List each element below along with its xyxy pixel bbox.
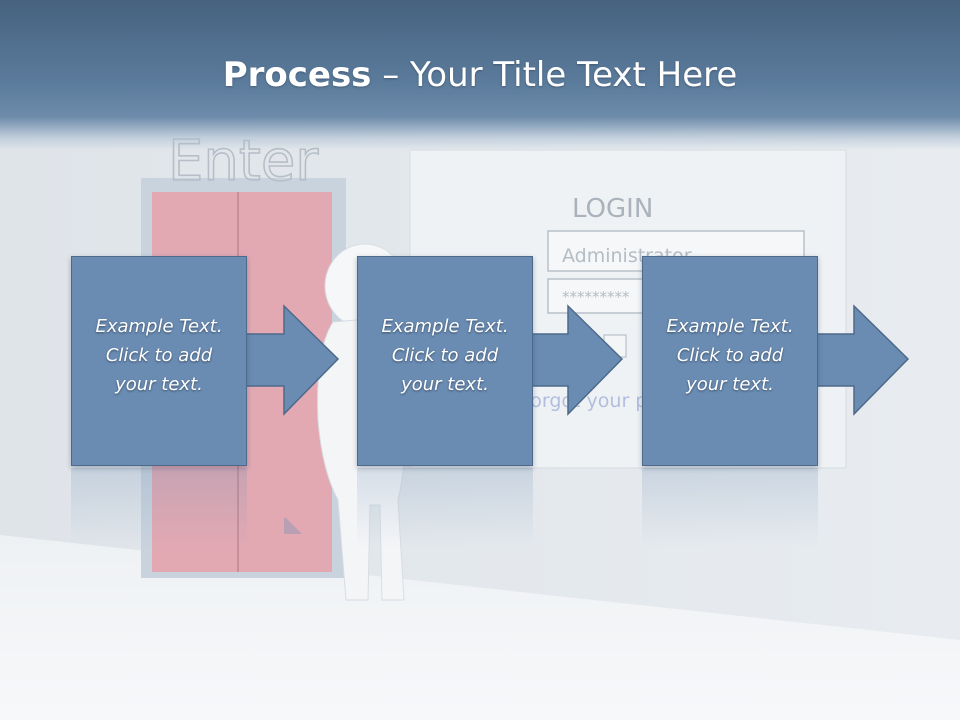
login-heading: LOGIN [572, 194, 653, 224]
step-3-arrow[interactable] [813, 304, 910, 416]
step-2-line-1: Example Text. [381, 316, 509, 337]
title-rest: – Your Title Text Here [371, 55, 738, 95]
password-value: ********* [562, 288, 630, 306]
step-1-line-3: your text. [115, 374, 203, 395]
slide-title[interactable]: Process – Your Title Text Here [0, 52, 960, 98]
step-1-text[interactable]: Example Text. Click to add your text. [72, 312, 246, 399]
step-1-reflection [71, 468, 247, 548]
step-2-arrow[interactable] [527, 304, 624, 416]
step-3-box[interactable]: Example Text. Click to add your text. [642, 256, 818, 466]
step-2-line-2: Click to add [391, 345, 499, 366]
step-1-box[interactable]: Example Text. Click to add your text. [71, 256, 247, 466]
step-1-line-1: Example Text. [95, 316, 223, 337]
forgot-link: Forgot your p [520, 390, 647, 412]
step-3-line-3: your text. [686, 374, 774, 395]
step-3-reflection [642, 468, 818, 548]
step-2-reflection [357, 468, 533, 548]
step-1-arrow[interactable] [243, 304, 340, 416]
title-bold: Process [222, 55, 372, 95]
step-2-line-3: your text. [401, 374, 489, 395]
step-3-line-1: Example Text. [666, 316, 794, 337]
step-3-text[interactable]: Example Text. Click to add your text. [643, 312, 817, 399]
step-1-line-2: Click to add [105, 345, 213, 366]
step-2-box[interactable]: Example Text. Click to add your text. [357, 256, 533, 466]
header-band [0, 0, 960, 150]
step-1-arrow-reflection [284, 518, 302, 534]
step-3-line-2: Click to add [676, 345, 784, 366]
step-2-text[interactable]: Example Text. Click to add your text. [358, 312, 532, 399]
